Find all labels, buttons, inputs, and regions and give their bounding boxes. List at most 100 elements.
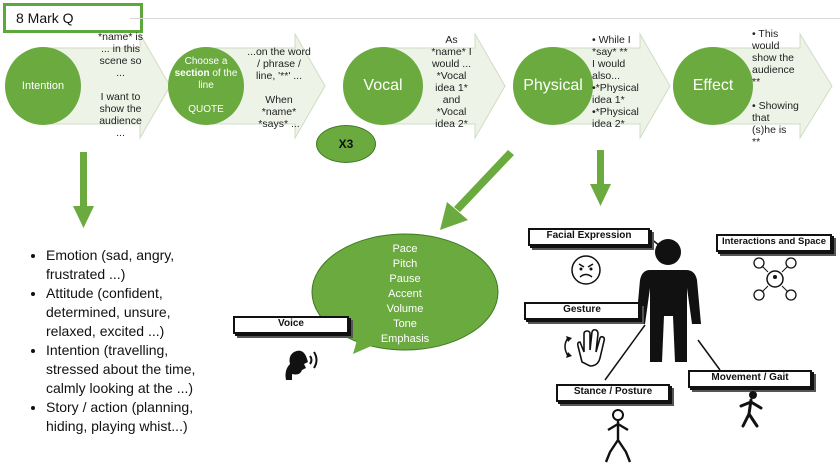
text-line: *Vocal <box>436 106 467 118</box>
choose-text: ...on the word/ phrase /line, '**' ... W… <box>244 46 314 130</box>
text-line: show the <box>99 103 142 115</box>
text-line: show the <box>752 52 795 64</box>
voice-item: Pause <box>389 273 421 285</box>
choose-label: Choose a section of the line QUOTE <box>174 56 238 115</box>
down-arrows <box>73 150 611 230</box>
text-line: *Vocal <box>436 70 467 82</box>
text-line: • Showing <box>752 100 799 112</box>
x3-badge: X3 <box>316 125 376 163</box>
voice-item: Tone <box>393 318 417 330</box>
text-line: (s)he is <box>752 124 787 136</box>
bullet-list: Emotion (sad, angry, frustrated ...)Atti… <box>28 246 198 436</box>
walking-figure-icon <box>739 391 763 428</box>
text-line: I want to <box>100 91 141 103</box>
text-line: that <box>752 112 770 124</box>
text-line: ** <box>752 76 761 88</box>
text-line: and <box>442 94 461 106</box>
physical-circle: Physical <box>513 47 593 125</box>
text-line: •*Physical <box>592 82 639 94</box>
text-line: •*Physical <box>592 106 639 118</box>
text-line: *say* ** <box>592 46 628 58</box>
text-line: When <box>265 94 293 106</box>
down-arrow-intention <box>73 152 94 228</box>
x3-label: X3 <box>338 137 354 151</box>
text-line: also... <box>592 70 621 82</box>
vocal-circle: Vocal <box>343 47 423 125</box>
interaction-people-icon <box>753 257 797 301</box>
text-line <box>88 79 153 91</box>
down-arrow-physical <box>590 150 611 206</box>
arrow-1 <box>39 32 171 140</box>
interactions-box: Interactions and Space <box>716 234 832 252</box>
title-box: 8 Mark Q <box>3 3 143 33</box>
vocal-label: Vocal <box>363 77 403 94</box>
choose-circle: Choose a section of the line QUOTE <box>168 47 244 125</box>
text-line: idea 2* <box>592 118 625 130</box>
facial-expression-box: Facial Expression <box>528 228 650 246</box>
text-line: ... <box>116 127 125 139</box>
hand-gesture-icon <box>564 328 606 367</box>
stance-box: Stance / Posture <box>556 384 670 402</box>
bullet-item: Story / action (planning, hiding, playin… <box>46 398 198 436</box>
text-line: *says* ... <box>258 118 300 130</box>
voice-item: Accent <box>388 288 422 300</box>
movement-box: Movement / Gait <box>688 370 812 388</box>
effect-circle: Effect <box>673 47 753 125</box>
bullet-item: Emotion (sad, angry, frustrated ...) <box>46 246 198 284</box>
speaking-head-icon <box>285 350 318 380</box>
text-line: As <box>445 34 458 46</box>
voice-label-box: Voice <box>233 316 349 334</box>
text-line: *name* I <box>431 46 472 58</box>
text-line: • This <box>752 28 779 40</box>
top-divider <box>130 18 840 19</box>
gesture-box: Gesture <box>524 302 640 320</box>
voice-item: Pace <box>392 243 418 255</box>
effect-label: Effect <box>692 77 734 94</box>
text-line: would ... <box>431 58 472 70</box>
angry-face-icon <box>571 255 601 285</box>
text-line: ... in this <box>100 43 141 55</box>
text-line: ...on the word <box>247 46 311 58</box>
text-line <box>244 82 314 94</box>
voice-label: Voice <box>278 318 304 329</box>
gesture-label: Gesture <box>563 304 601 315</box>
text-line: audience <box>99 115 142 127</box>
text-line: ... <box>116 67 125 79</box>
text-line: line, '**' ... <box>255 70 303 82</box>
text-line: ** <box>752 136 761 148</box>
text-line: idea 1* <box>592 94 625 106</box>
intention-circle: Intention <box>5 47 81 125</box>
text-line: *name* is <box>98 31 143 43</box>
stance-label: Stance / Posture <box>573 386 653 397</box>
physical-label: Physical <box>523 77 583 94</box>
bullet-item: Attitude (confident, determined, unsure,… <box>46 284 198 341</box>
movement-label: Movement / Gait <box>711 372 789 383</box>
voice-item: Emphasis <box>380 333 430 345</box>
title: 8 Mark Q <box>16 10 74 26</box>
text-line: scene so <box>99 55 142 67</box>
text-line <box>752 88 812 100</box>
voice-item: Volume <box>386 303 424 315</box>
facial-expression-label: Facial Expression <box>546 230 632 241</box>
text-line: • While I <box>592 34 631 46</box>
text-line: would <box>752 40 780 52</box>
quote-label: QUOTE <box>188 104 224 115</box>
interactions-label: Interactions and Space <box>721 236 826 247</box>
intention-bullets: Emotion (sad, angry, frustrated ...)Atti… <box>28 246 198 436</box>
voice-bubble <box>311 233 499 354</box>
intention-label: Intention <box>21 80 65 92</box>
text-line: I would <box>592 58 626 70</box>
stance-figure-icon <box>604 409 632 463</box>
diagonal-arrow-vocal <box>440 150 514 230</box>
text-line: *name* <box>261 106 297 118</box>
text-line: / phrase / <box>257 58 301 70</box>
text-line: audience <box>752 64 795 76</box>
voice-item: Pitch <box>392 258 418 270</box>
text-line: idea 2* <box>435 118 468 130</box>
bullet-item: Intention (travelling, stressed about th… <box>46 341 198 398</box>
